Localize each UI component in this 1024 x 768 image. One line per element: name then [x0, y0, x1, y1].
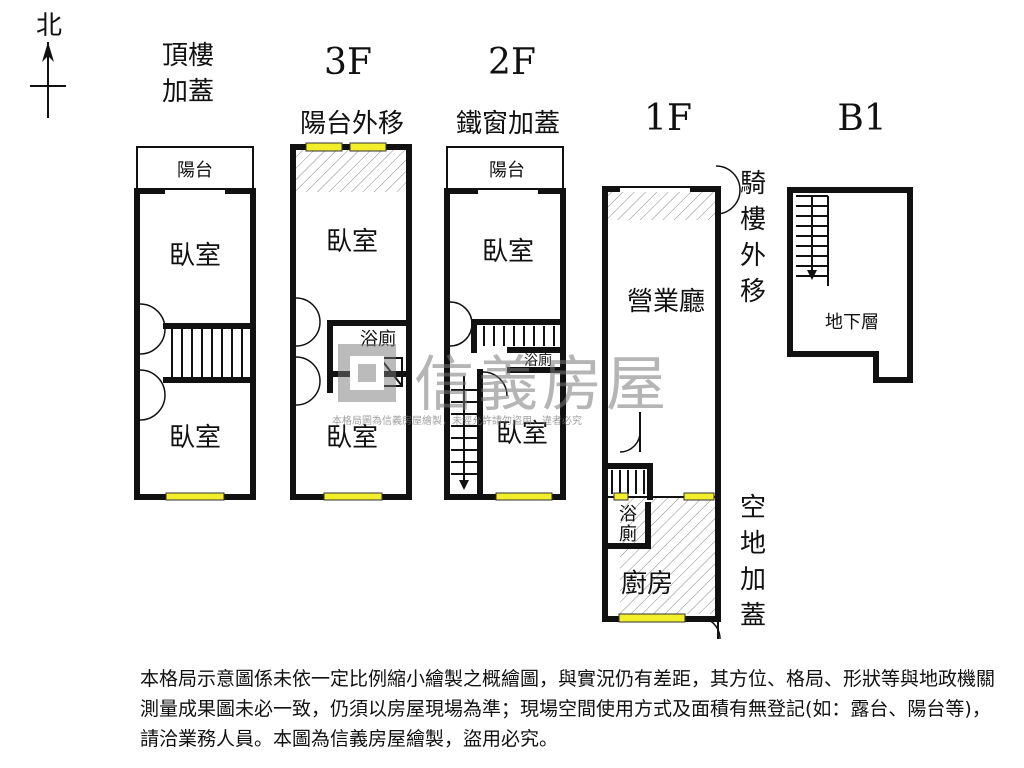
1f-door-inner — [619, 431, 641, 453]
3f-hatched-area — [293, 150, 409, 192]
2f-door-1 — [449, 301, 473, 347]
roof-balcony-label: 陽台 — [177, 160, 213, 181]
1f-kitchen-hatch — [620, 498, 718, 614]
disclaimer-text: 本格局示意圖係未依一定比例縮小繪製之概繪圖，與實況仍有差距，其方位、格局、形狀等… — [140, 668, 996, 750]
3f-window-top-2 — [349, 142, 387, 152]
1f-bath-label-1: 浴 — [619, 504, 637, 525]
svg-text:移: 移 — [740, 277, 766, 307]
1f-kitchen-label: 廚房 — [621, 569, 673, 599]
2f-room-bottom: 臥室 — [496, 419, 548, 449]
roof-room-bottom: 臥室 — [169, 423, 221, 453]
svg-text:騎: 騎 — [740, 169, 766, 199]
svg-text:地: 地 — [740, 529, 766, 559]
1f-arcade-hatch — [608, 192, 718, 220]
2f-room-top: 臥室 — [482, 237, 534, 267]
1f-stairs — [611, 470, 645, 494]
floor-3f-plan: 3F 陽台外移 臥室 浴廁 臥室 — [290, 42, 412, 501]
roof-door-2 — [139, 369, 166, 421]
1f-side-note-top: 騎 樓 外 移 — [740, 169, 766, 307]
svg-text:加: 加 — [740, 565, 766, 595]
2f-window-bottom — [495, 492, 553, 501]
svg-text:蓋: 蓋 — [740, 601, 766, 631]
2f-door-2 — [482, 371, 508, 397]
2f-note: 鐵窗加蓋 — [456, 109, 560, 139]
floor-b1-plan: B1 地下層 — [787, 98, 913, 383]
roof-stairs — [171, 326, 243, 380]
north-label: 北 — [36, 11, 62, 41]
1f-bath-label-2: 廁 — [619, 523, 637, 545]
2f-balcony-label: 陽台 — [489, 160, 525, 181]
3f-bath-label: 浴廁 — [360, 328, 396, 350]
b1-title: B1 — [837, 98, 886, 139]
1f-door-front — [715, 165, 741, 215]
1f-window-bottom — [618, 613, 686, 623]
roof-title-line2: 加蓋 — [162, 77, 214, 107]
3f-door-2 — [295, 356, 321, 406]
3f-window-bottom — [323, 492, 383, 501]
3f-door-1 — [295, 297, 321, 347]
2f-stairs-upper — [483, 326, 555, 346]
roof-room-top: 臥室 — [169, 241, 221, 271]
floor-2f-plan: 2F 鐵窗加蓋 陽台 臥室 浴廁 臥室 — [444, 42, 566, 501]
roof-window — [165, 492, 225, 501]
b1-outer-wall — [787, 187, 913, 383]
1f-window-mid — [683, 492, 715, 501]
1f-title: 1F — [644, 98, 692, 139]
1f-window-bath — [613, 492, 629, 501]
2f-stairs-lower — [451, 376, 477, 490]
3f-room-bottom: 臥室 — [326, 423, 378, 453]
roof-title-line1: 頂樓 — [162, 41, 214, 71]
3f-room-top: 臥室 — [326, 227, 378, 257]
3f-window-top-1 — [305, 142, 343, 152]
b1-basement-label: 地下層 — [825, 312, 879, 333]
compass-arrow-head — [42, 42, 54, 62]
svg-text:樓: 樓 — [740, 205, 766, 235]
b1-stairs — [796, 195, 829, 286]
svg-text:外: 外 — [740, 241, 766, 271]
north-compass: 北 — [30, 11, 66, 118]
roof-door-1 — [139, 303, 166, 355]
floor-1f-plan: 1F 營業廳 浴 廁 廚房 騎 樓 外 移 — [602, 98, 766, 640]
svg-text:空: 空 — [740, 493, 766, 523]
3f-title: 3F — [324, 42, 372, 83]
3f-note: 陽台外移 — [300, 109, 404, 139]
1f-hall-label: 營業廳 — [627, 287, 705, 317]
1f-side-note-bottom: 空 地 加 蓋 — [740, 493, 766, 631]
roof-floor-plan: 頂樓 加蓋 陽台 臥室 臥室 — [134, 41, 256, 501]
2f-bath-label: 浴廁 — [524, 352, 552, 369]
2f-title: 2F — [488, 42, 536, 83]
1f-door-back — [697, 616, 721, 640]
